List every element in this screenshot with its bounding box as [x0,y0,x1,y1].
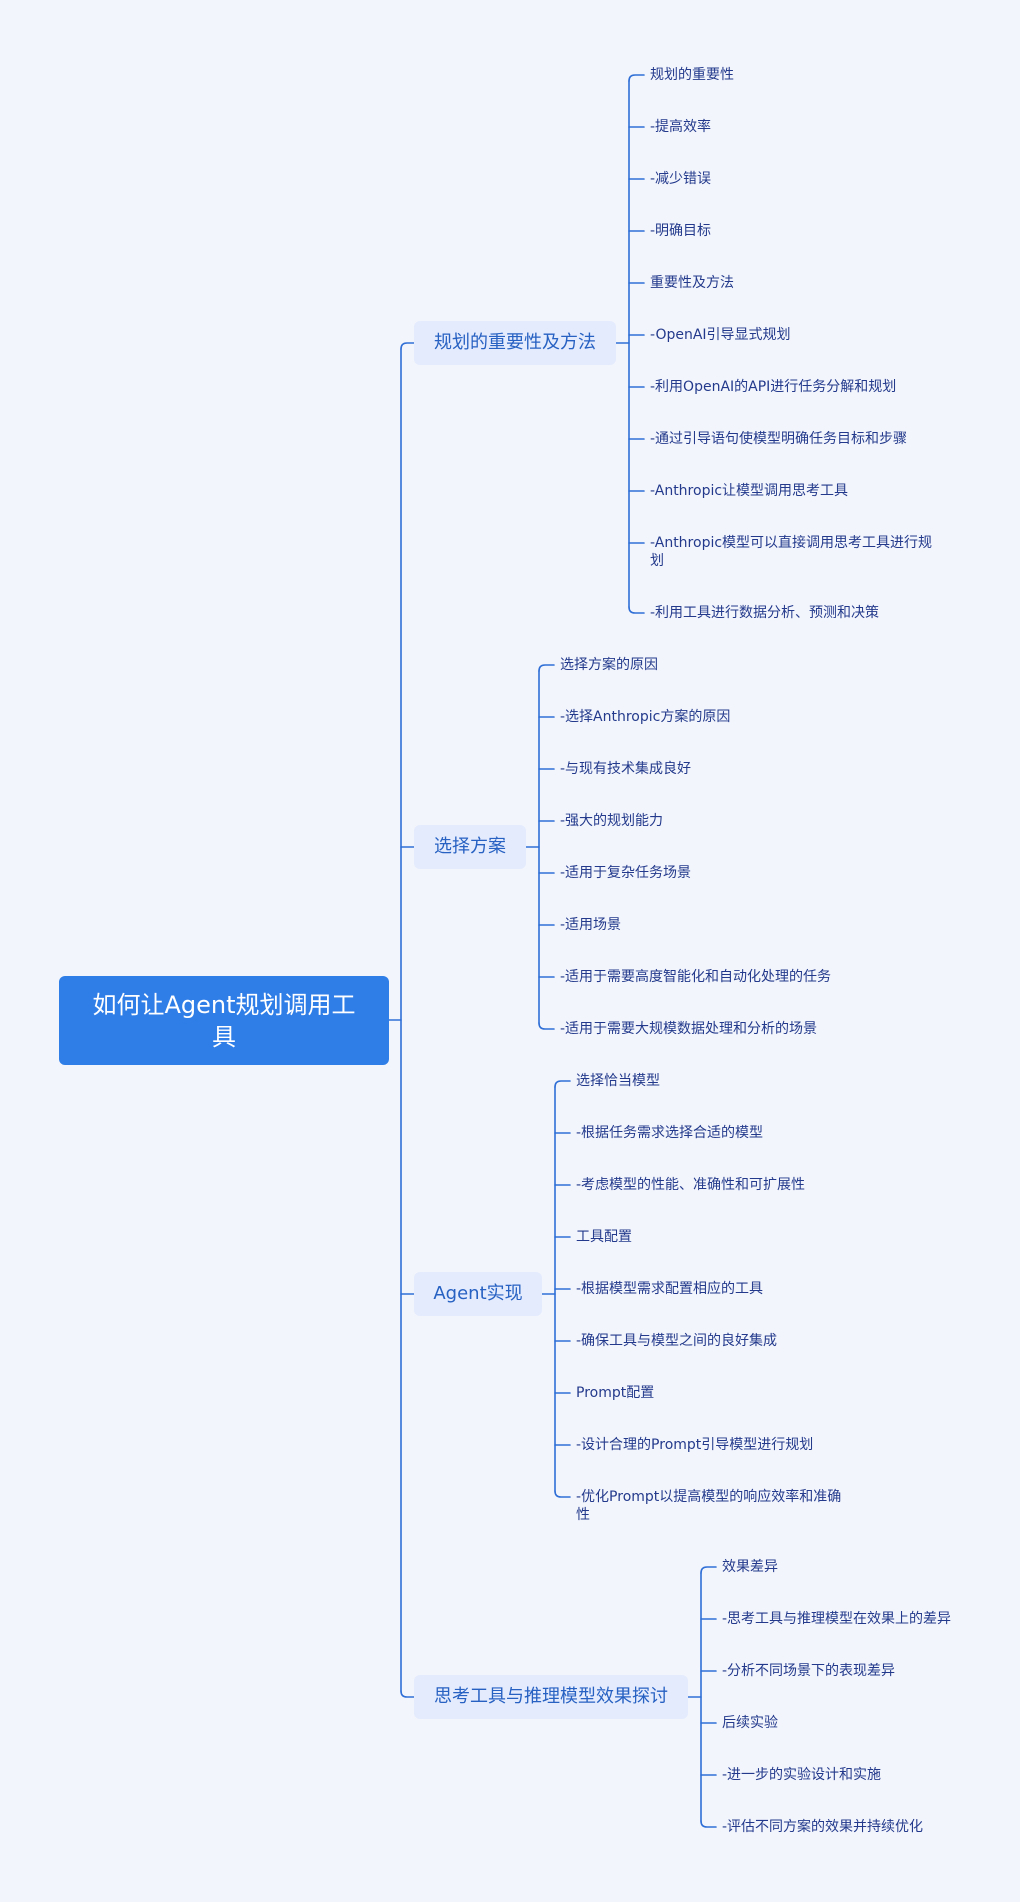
leaf-connector [628,606,645,614]
leaf-node[interactable]: -OpenAI引导显式规划 [650,327,791,343]
leaf-node[interactable]: -通过引导语句使模型明确任务目标和步骤 [650,431,908,447]
leaf-node[interactable]: 重要性及方法 [650,275,734,291]
leaf-connector [700,1820,717,1828]
leaf-node[interactable]: -利用OpenAI的API进行任务分解和规划 [650,379,897,395]
leaf-node[interactable]: -适用场景 [560,917,622,933]
leaf-node[interactable]: -根据任务需求选择合适的模型 [576,1125,764,1141]
leaf-connector [554,1490,571,1498]
leaf-node[interactable]: -评估不同方案的效果并持续优化 [722,1819,924,1835]
leaf-node[interactable]: 工具配置 [576,1229,632,1245]
leaf-node[interactable]: -确保工具与模型之间的良好集成 [576,1333,778,1349]
leaf-connector [554,1080,571,1088]
branch-node-solution[interactable]: 选择方案 [414,825,526,869]
leaf-node[interactable]: -强大的规划能力 [560,813,664,829]
leaf-node[interactable]: -明确目标 [650,223,712,239]
root-node[interactable]: 如何让Agent规划调用工具 [59,976,389,1065]
leaf-node[interactable]: -Anthropic让模型调用思考工具 [650,483,849,499]
leaf-node[interactable]: 选择方案的原因 [560,657,658,673]
leaf-connector [700,1566,717,1574]
leaf-connector [538,1022,555,1030]
branch-node-planning[interactable]: 规划的重要性及方法 [414,321,616,365]
branch-node-agent-impl[interactable]: Agent实现 [414,1272,542,1316]
branch-connector [400,1690,415,1698]
leaf-node[interactable]: 效果差异 [722,1559,778,1575]
leaf-node[interactable]: -设计合理的Prompt引导模型进行规划 [576,1437,814,1453]
leaf-node[interactable]: 后续实验 [722,1715,778,1731]
leaf-node[interactable]: -分析不同场景下的表现差异 [722,1663,896,1679]
leaf-node[interactable]: -减少错误 [650,171,712,187]
leaf-node[interactable]: 选择恰当模型 [576,1073,660,1089]
leaf-connector [538,664,555,672]
leaf-node[interactable]: -利用工具进行数据分析、预测和决策 [650,605,880,621]
leaf-node[interactable]: -与现有技术集成良好 [560,761,692,777]
leaf-node[interactable]: -根据模型需求配置相应的工具 [576,1281,764,1297]
leaf-node[interactable]: 规划的重要性 [650,67,734,83]
branch-node-effect-discussion[interactable]: 思考工具与推理模型效果探讨 [414,1675,688,1719]
leaf-connector [628,74,645,82]
leaf-node[interactable]: Prompt配置 [576,1385,655,1401]
leaf-node[interactable]: -优化Prompt以提高模型的响应效率和准确性 [576,1489,842,1523]
leaf-node[interactable]: -思考工具与推理模型在效果上的差异 [722,1611,952,1627]
leaf-node[interactable]: -Anthropic模型可以直接调用思考工具进行规划 [650,535,933,569]
leaf-node[interactable]: -适用于需要高度智能化和自动化处理的任务 [560,969,832,985]
leaf-node[interactable]: -适用于复杂任务场景 [560,865,692,881]
leaf-node[interactable]: -提高效率 [650,119,712,135]
leaf-node[interactable]: -选择Anthropic方案的原因 [560,709,731,725]
leaf-node[interactable]: -进一步的实验设计和实施 [722,1767,882,1783]
leaf-node[interactable]: -考虑模型的性能、准确性和可扩展性 [576,1177,806,1193]
branch-connector [400,342,415,350]
leaf-node[interactable]: -适用于需要大规模数据处理和分析的场景 [560,1021,818,1037]
